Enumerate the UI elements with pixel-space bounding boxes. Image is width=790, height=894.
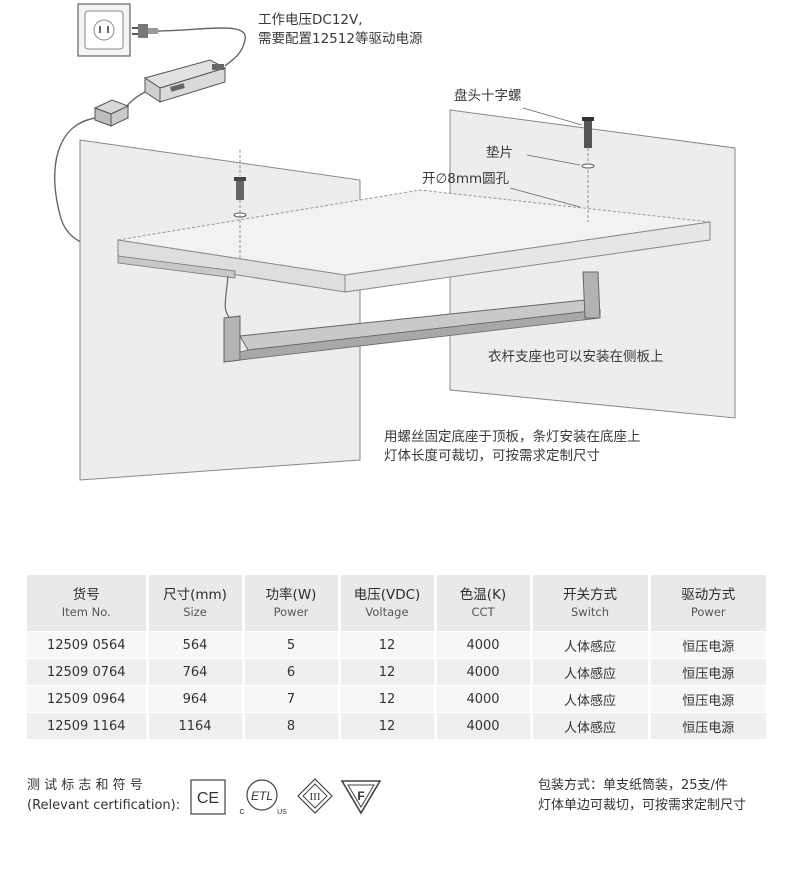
hole-label: 开∅8mm圆孔 <box>422 171 510 187</box>
table-cell: 人体感应 <box>531 685 651 713</box>
table-cell: 12509 0564 <box>27 631 149 659</box>
table-cell: 恒压电源 <box>649 712 766 739</box>
table-row: 12509 1164 1164 8 12 4000 人体感应 恒压电源 <box>27 712 766 739</box>
side-mount-note: 衣杆支座也可以安装在侧板上 <box>488 349 664 365</box>
header-en: Power <box>690 605 726 619</box>
power-plug-icon <box>132 24 158 38</box>
power-adapter-icon <box>143 59 227 103</box>
table-cell: 12509 0964 <box>27 685 149 713</box>
table-header-cell: 电压(VDC) Voltage <box>339 575 437 632</box>
header-zh: 驱动方式 <box>681 587 736 603</box>
voltage-note-line1: 工作电压DC12V, <box>258 12 363 28</box>
spec-table: 货号 Item No. 尺寸(mm) Size 功率(W) Power 电压(VDC)… <box>27 575 766 739</box>
top-board <box>117 189 711 293</box>
fix-note-line2: 灯体长度可裁切，可按需求定制尺寸 <box>384 448 600 464</box>
screw-label: 盘头十字螺 <box>454 88 522 104</box>
table-cell: 恒压电源 <box>649 685 766 713</box>
fix-note-line1: 用螺丝固定底座于顶板，条灯安装在底座上 <box>384 429 641 445</box>
table-cell: 5 <box>243 631 341 659</box>
right-side-panel <box>449 109 736 419</box>
ce-mark-text: CE <box>197 790 219 807</box>
left-side-panel <box>79 139 361 481</box>
ce-mark-icon: CE <box>190 779 226 815</box>
table-header-cell: 驱动方式 Power <box>649 575 766 632</box>
table-cell: 4000 <box>435 631 533 659</box>
table-header-cell: 功率(W) Power <box>243 575 341 632</box>
packaging-line2: 灯体单边可裁切，可按需求定制尺寸 <box>538 798 747 813</box>
voltage-note: 工作电压DC12V, 需要配置12512等驱动电源 <box>258 11 422 49</box>
header-zh: 色温(K) <box>459 587 507 603</box>
table-cell: 564 <box>147 631 245 659</box>
table-cell: 12 <box>339 631 437 659</box>
right-screw-icon <box>581 117 595 169</box>
class-iii-text: III <box>310 791 321 803</box>
table-cell: 12509 0764 <box>27 658 149 686</box>
led-light-strip <box>117 255 236 279</box>
table-cell: 964 <box>147 685 245 713</box>
table-row: 12509 0564 564 5 12 4000 人体感应 恒压电源 <box>27 631 766 659</box>
table-header-cell: 色温(K) CCT <box>435 575 533 632</box>
table-cell: 764 <box>147 658 245 686</box>
f-mark-icon: F <box>340 780 382 815</box>
table-row: 12509 0764 764 6 12 4000 人体感应 恒压电源 <box>27 658 766 686</box>
washer-label: 垫片 <box>486 145 513 161</box>
f-mark-text: F <box>357 789 364 803</box>
packaging-line1: 包装方式：单支纸筒装，25支/件 <box>538 778 728 793</box>
fix-note: 用螺丝固定底座于顶板，条灯安装在底座上 灯体长度可裁切，可按需求定制尺寸 <box>384 428 641 466</box>
header-zh: 功率(W) <box>265 587 317 603</box>
table-cell: 12 <box>339 685 437 713</box>
sensor-connector-icon <box>93 99 130 127</box>
table-cell: 恒压电源 <box>649 658 766 686</box>
etl-left-text: C <box>239 809 244 816</box>
header-en: Power <box>273 605 309 619</box>
header-en: Item No. <box>61 605 111 619</box>
etl-listed-icon: ETL C US <box>239 779 287 816</box>
header-en: CCT <box>471 605 495 619</box>
wall-socket-icon <box>77 3 131 57</box>
table-row: 12509 0964 964 7 12 4000 人体感应 恒压电源 <box>27 685 766 713</box>
header-en: Voltage <box>365 605 409 619</box>
table-cell: 4000 <box>435 658 533 686</box>
header-zh: 尺寸(mm) <box>163 587 227 603</box>
clothes-rail <box>223 271 602 363</box>
etl-right-text: US <box>277 809 287 816</box>
certification-label-zh: 测 试 标 志 和 符 号 <box>27 778 143 793</box>
table-cell: 12 <box>339 658 437 686</box>
installation-diagram <box>54 3 736 481</box>
certification-label-en: (Relevant certification): <box>27 798 181 813</box>
header-zh: 货号 <box>72 587 100 603</box>
table-cell: 人体感应 <box>531 631 651 659</box>
header-zh: 电压(VDC) <box>353 587 421 603</box>
table-cell: 4000 <box>435 685 533 713</box>
table-header-cell: 开关方式 Switch <box>531 575 651 632</box>
table-cell: 人体感应 <box>531 658 651 686</box>
table-cell: 1164 <box>147 712 245 739</box>
table-cell: 人体感应 <box>531 712 651 739</box>
table-cell: 12509 1164 <box>27 712 149 739</box>
class-iii-icon: III <box>297 778 333 814</box>
packaging-info: 包装方式：单支纸筒装，25支/件 灯体单边可裁切，可按需求定制尺寸 <box>538 776 746 816</box>
voltage-note-line2: 需要配置12512等驱动电源 <box>258 31 423 47</box>
header-en: Size <box>183 605 207 619</box>
etl-text: ETL <box>251 789 273 803</box>
table-cell: 8 <box>243 712 341 739</box>
table-cell: 6 <box>243 658 341 686</box>
header-en: Switch <box>570 605 610 619</box>
table-cell: 12 <box>339 712 437 739</box>
table-header-cell: 货号 Item No. <box>27 575 149 632</box>
table-cell: 恒压电源 <box>649 631 766 659</box>
table-header-cell: 尺寸(mm) Size <box>147 575 245 632</box>
table-header-row: 货号 Item No. 尺寸(mm) Size 功率(W) Power 电压(VDC)… <box>27 575 766 632</box>
table-cell: 7 <box>243 685 341 713</box>
certification-label: 测 试 标 志 和 符 号 (Relevant certification): <box>27 776 180 816</box>
header-zh: 开关方式 <box>563 587 617 603</box>
table-cell: 4000 <box>435 712 533 739</box>
